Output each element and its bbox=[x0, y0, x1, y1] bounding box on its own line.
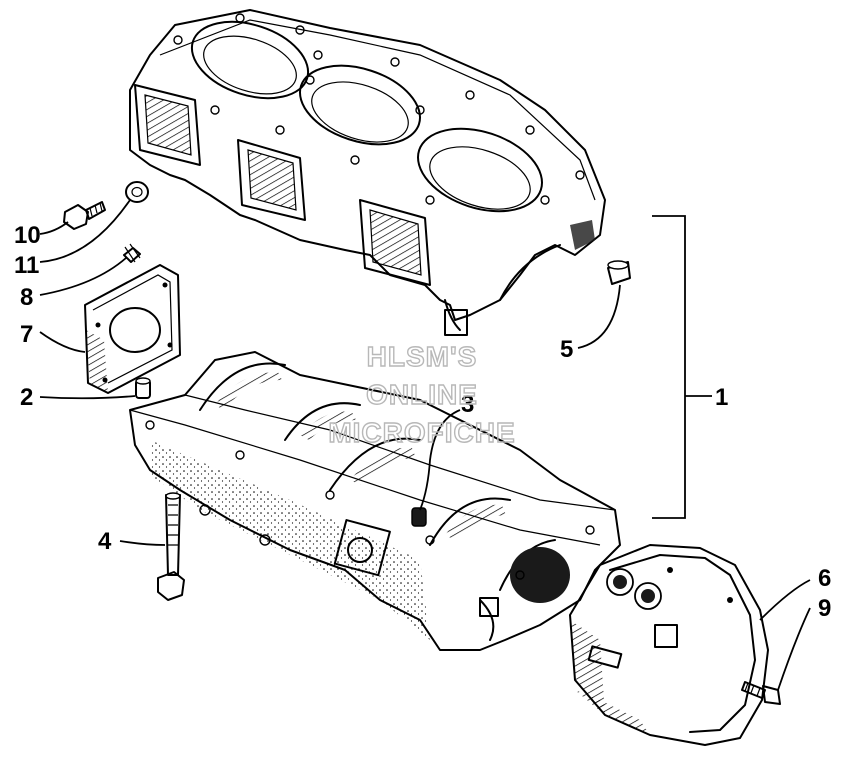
bushing-5 bbox=[607, 260, 631, 285]
callout-1: 1 bbox=[715, 384, 728, 411]
callout-4: 4 bbox=[98, 528, 112, 555]
callout-9: 9 bbox=[818, 595, 831, 622]
washer-11 bbox=[125, 181, 149, 203]
callout-10: 10 bbox=[14, 222, 41, 249]
callout-3: 3 bbox=[461, 391, 474, 418]
leader-lines bbox=[39, 199, 811, 691]
watermark-line-1: HLSM'S bbox=[367, 341, 478, 372]
watermark-line-2: ONLINE bbox=[366, 379, 478, 410]
callout-6: 6 bbox=[818, 565, 831, 592]
dowel-pin-3 bbox=[411, 507, 427, 527]
upper-crankcase bbox=[129, 9, 606, 336]
lower-crankcase bbox=[129, 351, 621, 651]
bolt-10 bbox=[63, 201, 106, 230]
callout-2: 2 bbox=[20, 384, 33, 411]
watermark-line-3: MICROFICHE bbox=[328, 417, 515, 448]
callout-11: 11 bbox=[14, 252, 39, 279]
long-bolt-4 bbox=[157, 492, 185, 601]
callout-7: 7 bbox=[20, 321, 33, 348]
screw-8 bbox=[123, 243, 141, 263]
bell-housing-6 bbox=[569, 544, 769, 746]
callout-8: 8 bbox=[20, 284, 33, 311]
dowel-pin-2 bbox=[135, 377, 151, 399]
cover-plate bbox=[84, 264, 181, 394]
callout-5: 5 bbox=[560, 336, 573, 363]
watermark: HLSM'S ONLINE MICROFICHE bbox=[328, 340, 516, 448]
